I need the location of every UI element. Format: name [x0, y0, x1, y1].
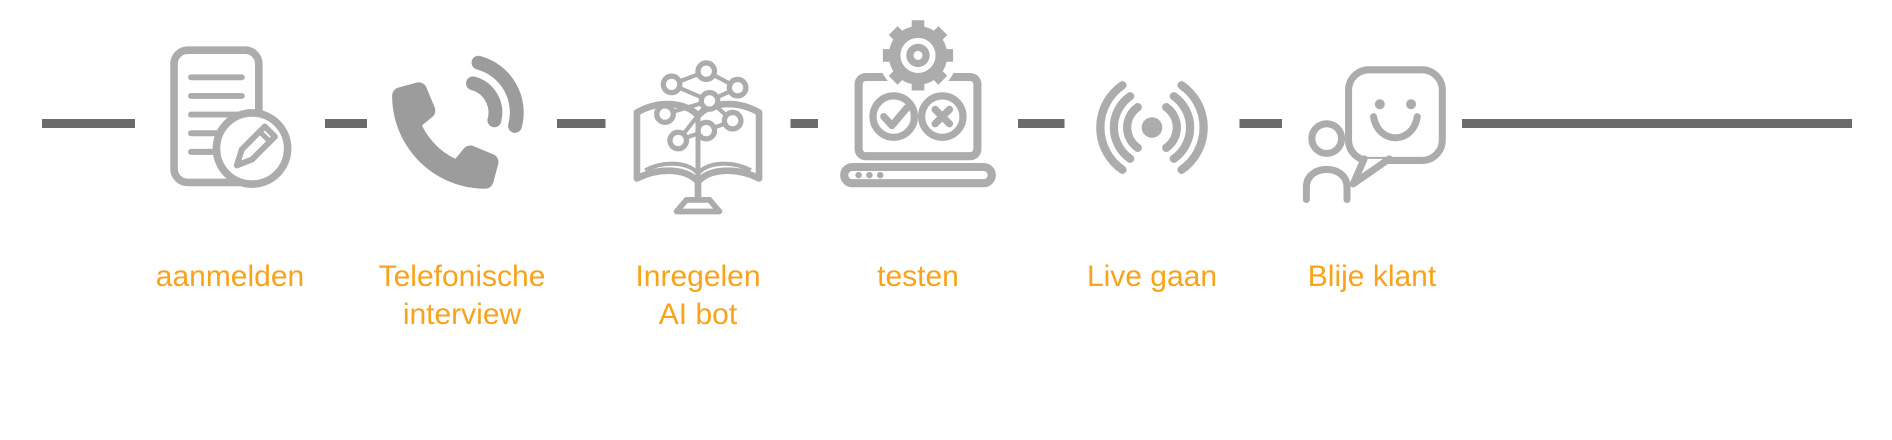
step-live-gaan: Live gaan: [1037, 0, 1267, 440]
step-blije-klant: Blije klant: [1257, 0, 1487, 440]
ai-knowledge-book-icon: [605, 58, 791, 223]
step-label-line2: interview: [402, 298, 522, 331]
step-inregelen-ai-bot: Inregelen AI bot: [583, 0, 813, 440]
step-label-live-gaan: Live gaan: [1037, 258, 1267, 296]
step-telefonische-interview: Telefonische interview: [347, 0, 577, 440]
step-label-line2: AI bot: [658, 298, 738, 331]
step-aanmelden: aanmelden: [115, 0, 345, 440]
step-testen: testen: [803, 0, 1033, 440]
signup-document-icon: [135, 40, 325, 218]
broadcast-live-icon: [1064, 78, 1240, 177]
laptop-testing-icon: [818, 12, 1018, 214]
step-label-line1: aanmelden: [155, 260, 305, 293]
step-label-line1: Inregelen: [635, 260, 761, 293]
step-label-testen: testen: [803, 258, 1033, 296]
step-label-inregelen-ai-bot: Inregelen AI bot: [583, 258, 813, 334]
step-label-line1: Live gaan: [1086, 260, 1218, 293]
step-label-aanmelden: aanmelden: [115, 258, 345, 296]
step-label-blije-klant: Blije klant: [1257, 258, 1487, 296]
step-label-line1: Blije klant: [1307, 260, 1437, 293]
step-label-telefonische-interview: Telefonische interview: [347, 258, 577, 334]
step-label-line1: testen: [877, 260, 959, 293]
step-label-line1: Telefonische: [378, 260, 546, 293]
happy-customer-icon: [1282, 62, 1462, 212]
phone-interview-icon: [367, 52, 557, 197]
